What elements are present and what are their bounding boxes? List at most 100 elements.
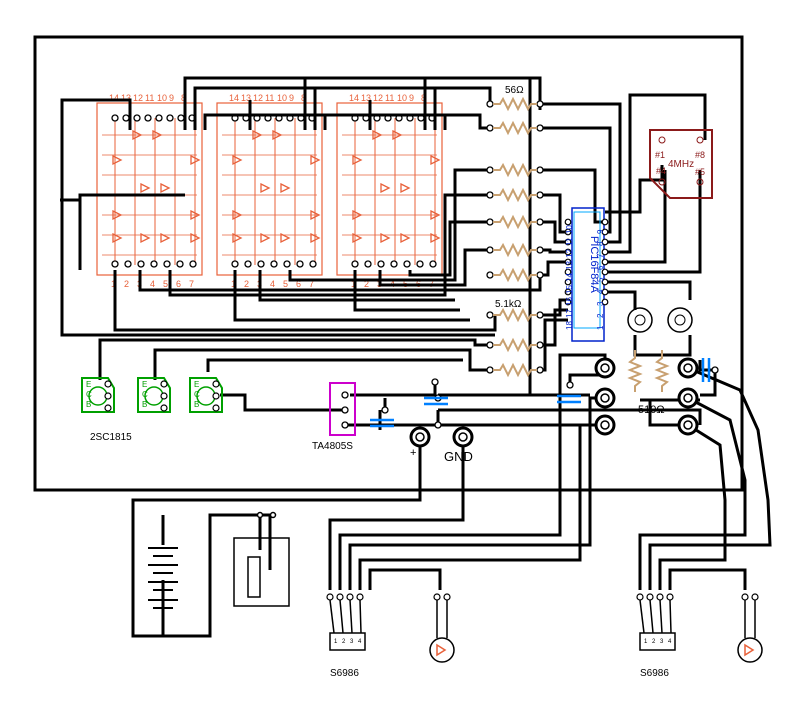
sensor-pin bbox=[356, 593, 364, 601]
led-diode-icon bbox=[260, 232, 271, 244]
pic-pin-left bbox=[564, 238, 572, 246]
connector-socket-group bbox=[341, 357, 719, 448]
connector-socket-core bbox=[600, 393, 610, 403]
resistor-pin bbox=[536, 311, 544, 319]
matrix-bottom-pin bbox=[377, 260, 385, 268]
pic-pin-right bbox=[601, 278, 609, 286]
sensor-pin-number: 1 bbox=[644, 639, 648, 645]
resistor-pin bbox=[486, 100, 494, 108]
transistor-body bbox=[81, 377, 115, 413]
crystal-pin-label-5: #5 bbox=[695, 167, 705, 177]
led-diode-icon bbox=[232, 154, 243, 166]
crystal-pin-1 bbox=[658, 136, 666, 144]
crystal-pin-8 bbox=[696, 136, 704, 144]
resistor-5k1-icon bbox=[493, 337, 537, 353]
transistor-pin bbox=[104, 380, 112, 388]
matrix-top-pin-label: 12 bbox=[373, 93, 383, 103]
transistor-pin bbox=[212, 404, 220, 412]
matrix-bottom-pin bbox=[429, 260, 437, 268]
led-diode-icon bbox=[372, 129, 383, 141]
sensor-led-icon bbox=[429, 637, 455, 663]
sensor-pin-number: 3 bbox=[350, 639, 354, 645]
matrix-bottom-pin bbox=[189, 260, 197, 268]
transistor-pin bbox=[160, 392, 168, 400]
sensor-lead bbox=[339, 599, 344, 634]
matrix-top-pin-label: 9 bbox=[169, 93, 174, 103]
pic-pin-number-left: 12 bbox=[565, 249, 574, 258]
connector-socket-core bbox=[458, 432, 468, 442]
matrix-bottom-pin bbox=[124, 260, 132, 268]
sensor-pin bbox=[346, 593, 354, 601]
power-gnd-label: GND bbox=[444, 449, 473, 464]
matrix-bottom-pin bbox=[111, 260, 119, 268]
pic-pin-number-right: 6 bbox=[596, 265, 605, 270]
led-diode-icon bbox=[380, 232, 391, 244]
matrix-top-pin-label: 13 bbox=[361, 93, 371, 103]
resistor-pin bbox=[536, 166, 544, 174]
junction-pin bbox=[566, 381, 574, 389]
sensor-led-diode bbox=[436, 643, 447, 657]
matrix-bottom-pin bbox=[163, 260, 171, 268]
matrix-top-pin-label: 9 bbox=[289, 93, 294, 103]
connector-socket-core bbox=[600, 363, 610, 373]
matrix-top-pin-label: 13 bbox=[241, 93, 251, 103]
led-diode-icon bbox=[310, 154, 321, 166]
matrix-top-pin-label: 10 bbox=[397, 93, 407, 103]
pic-pin-number-left: 17 bbox=[565, 309, 574, 318]
led-diode-icon bbox=[140, 232, 151, 244]
matrix-top-pin-label: 14 bbox=[229, 93, 239, 103]
transistor-3: ECB bbox=[189, 377, 223, 413]
pic-pin-number-left: 11 bbox=[565, 237, 574, 246]
transistor-pin bbox=[212, 392, 220, 400]
connector-socket-core bbox=[683, 363, 693, 373]
sensor-lead bbox=[669, 599, 672, 634]
resistor-5k1-icon bbox=[493, 362, 537, 378]
led-diode-icon bbox=[310, 209, 321, 221]
sensor-body bbox=[329, 632, 366, 651]
led-diode-icon bbox=[280, 232, 291, 244]
junction-pin bbox=[381, 406, 389, 414]
sensor-label: S6986 bbox=[330, 668, 359, 679]
pic-pin-right bbox=[601, 288, 609, 296]
pic-pin-left bbox=[564, 258, 572, 266]
led-diode-icon bbox=[400, 232, 411, 244]
matrix-bottom-pin bbox=[176, 260, 184, 268]
transistor-pin-label: B bbox=[194, 400, 199, 409]
capacitor-group bbox=[370, 358, 711, 428]
sensor-lead bbox=[649, 599, 654, 634]
transistor-pin bbox=[104, 404, 112, 412]
pic-pin-number-left: 13 bbox=[565, 261, 574, 270]
crystal-pin-label-4: #4 bbox=[656, 166, 666, 176]
resistor-56-icon bbox=[493, 162, 537, 178]
connector-socket-core bbox=[683, 420, 693, 430]
sensor-pin bbox=[636, 593, 644, 601]
resistor-pin bbox=[536, 100, 544, 108]
matrix-bottom-pin bbox=[231, 260, 239, 268]
crystal-pin-label-8: #8 bbox=[695, 150, 705, 160]
resistor-pin bbox=[486, 246, 494, 254]
led-diode-icon bbox=[232, 232, 243, 244]
transistor-pin-label: C bbox=[194, 390, 200, 399]
sensor-pin bbox=[646, 593, 654, 601]
transistor-pin-label: E bbox=[86, 380, 91, 389]
resistor-510-pair: 510Ω bbox=[627, 350, 670, 416]
connector-socket-core bbox=[415, 432, 425, 442]
matrix-top-pin bbox=[133, 114, 141, 122]
regulator-label: TA4805S bbox=[312, 441, 353, 452]
matrix-top-pin-label: 11 bbox=[265, 93, 274, 103]
battery-pack bbox=[148, 547, 178, 609]
pic-pin-number-right: 5 bbox=[596, 277, 605, 282]
led-diode-icon bbox=[352, 154, 363, 166]
matrix-bottom-pin-label: 4 bbox=[270, 279, 275, 289]
matrix-top-pin-label: 10 bbox=[277, 93, 287, 103]
matrix-top-pin bbox=[122, 114, 130, 122]
matrix-bottom-pin bbox=[244, 260, 252, 268]
connector-socket-core bbox=[683, 393, 693, 403]
matrix-bottom-pin-label: 6 bbox=[176, 279, 181, 289]
crystal-label: 4MHz bbox=[668, 159, 694, 170]
matrix-top-pin-label: 10 bbox=[157, 93, 167, 103]
junction-pin bbox=[341, 421, 349, 429]
